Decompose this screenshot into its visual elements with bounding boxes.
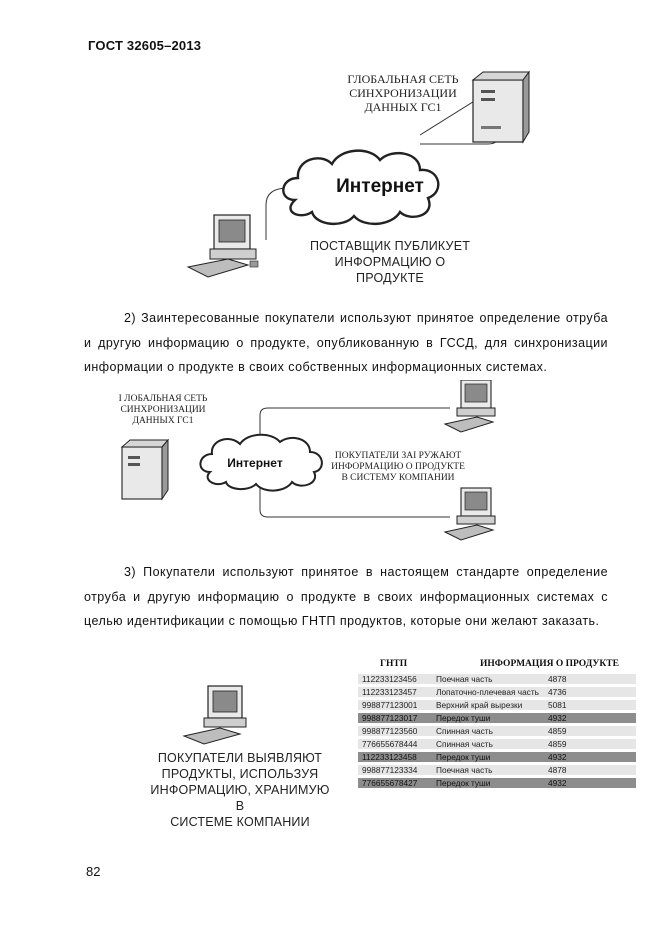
computer-icon	[186, 214, 259, 278]
product-name-cell: Спинная часть	[432, 726, 544, 736]
product-code-cell: 4859	[544, 739, 636, 749]
product-name-cell: Лопаточно-плечевая часть	[432, 687, 544, 697]
server-icon	[471, 70, 530, 144]
product-code-cell: 4932	[544, 713, 636, 723]
product-name-cell: Передок туши	[432, 752, 544, 762]
gtin-cell: 776655678444	[358, 739, 432, 749]
gtin-cell: 112233123458	[358, 752, 432, 762]
product-code-cell: 4878	[544, 765, 636, 775]
product-code-cell: 4859	[544, 726, 636, 736]
header-product-info: ИНФОРМАЦИЯ О ПРОДУКТЕ	[480, 659, 619, 669]
server-icon	[120, 438, 170, 501]
paragraph-2: 2) Заинтересованные покупатели использую…	[84, 311, 608, 374]
buyers-load-caption: ПОКУПАТЕЛИ ЗАI РУЖАЮТ ИНФОРМАЦИЮ О ПРОДУ…	[331, 451, 465, 483]
gs1-network-label-2: I ЛОБАЛЬНАЯ СЕТЬ СИНХРОНИЗАЦИИ ДАННЫХ ГС…	[118, 394, 208, 426]
product-code-cell: 4736	[544, 687, 636, 697]
diagram-buyers-load	[120, 380, 496, 541]
gtin-cell: 998877123017	[358, 713, 432, 723]
gtin-cell: 998877123334	[358, 765, 432, 775]
product-name-cell: Поечная часть	[432, 674, 544, 684]
connector-top-computer	[259, 407, 450, 440]
product-code-cell: 4878	[544, 674, 636, 684]
diagram-supplier-publishes	[186, 70, 530, 278]
product-name-cell: Спинная часть	[432, 739, 544, 749]
gs1-network-label-1: ГЛОБАЛЬНАЯ СЕТЬ СИНХРОНИЗАЦИИ ДАННЫХ ГС1	[347, 72, 459, 114]
paragraph-3: 3) Покупатели используют принятое в наст…	[84, 565, 608, 628]
computer-icon	[443, 487, 496, 541]
internet-cloud-icon	[282, 149, 440, 225]
internet-label-1: Интернет	[336, 176, 424, 197]
product-name-cell: Верхний край вырезки	[432, 700, 544, 710]
gtin-cell: 998877123001	[358, 700, 432, 710]
gtin-cell: 112233123456	[358, 674, 432, 684]
connector-bottom-computer	[259, 485, 450, 518]
internet-label-2: Интернет	[227, 456, 283, 470]
gtin-cell: 112233123457	[358, 687, 432, 697]
gtin-cell: 998877123560	[358, 726, 432, 736]
internet-cloud-icon	[199, 433, 323, 492]
gtin-cell: 776655678427	[358, 778, 432, 788]
computer-icon	[182, 685, 247, 745]
supplier-caption: ПОСТАВЩИК ПУБЛИКУЕТ ИНФОРМАЦИЮ О ПРОДУКТ…	[309, 239, 471, 285]
computer-icon	[443, 380, 496, 433]
document-header: ГОСТ 32605–2013	[88, 38, 202, 53]
product-name-cell: Передок туши	[432, 713, 544, 723]
product-name-cell: Поечная часть	[432, 765, 544, 775]
product-code-cell: 4932	[544, 752, 636, 762]
buyers-identify-caption: ПОКУПАТЕЛИ ВЫЯВЛЯЮТ ПРОДУКТЫ, ИСПОЛЬЗУЯ …	[150, 751, 330, 829]
header-gtin: ГНТП	[380, 659, 408, 669]
product-name-cell: Передок туши	[432, 778, 544, 788]
product-code-cell: 5081	[544, 700, 636, 710]
table-header-row: ГНТП ИНФОРМАЦИЯ О ПРОДУКТЕ	[358, 659, 636, 671]
page-number: 82	[86, 864, 101, 879]
diagram-buyers-identify	[182, 685, 247, 745]
product-code-cell: 4932	[544, 778, 636, 788]
